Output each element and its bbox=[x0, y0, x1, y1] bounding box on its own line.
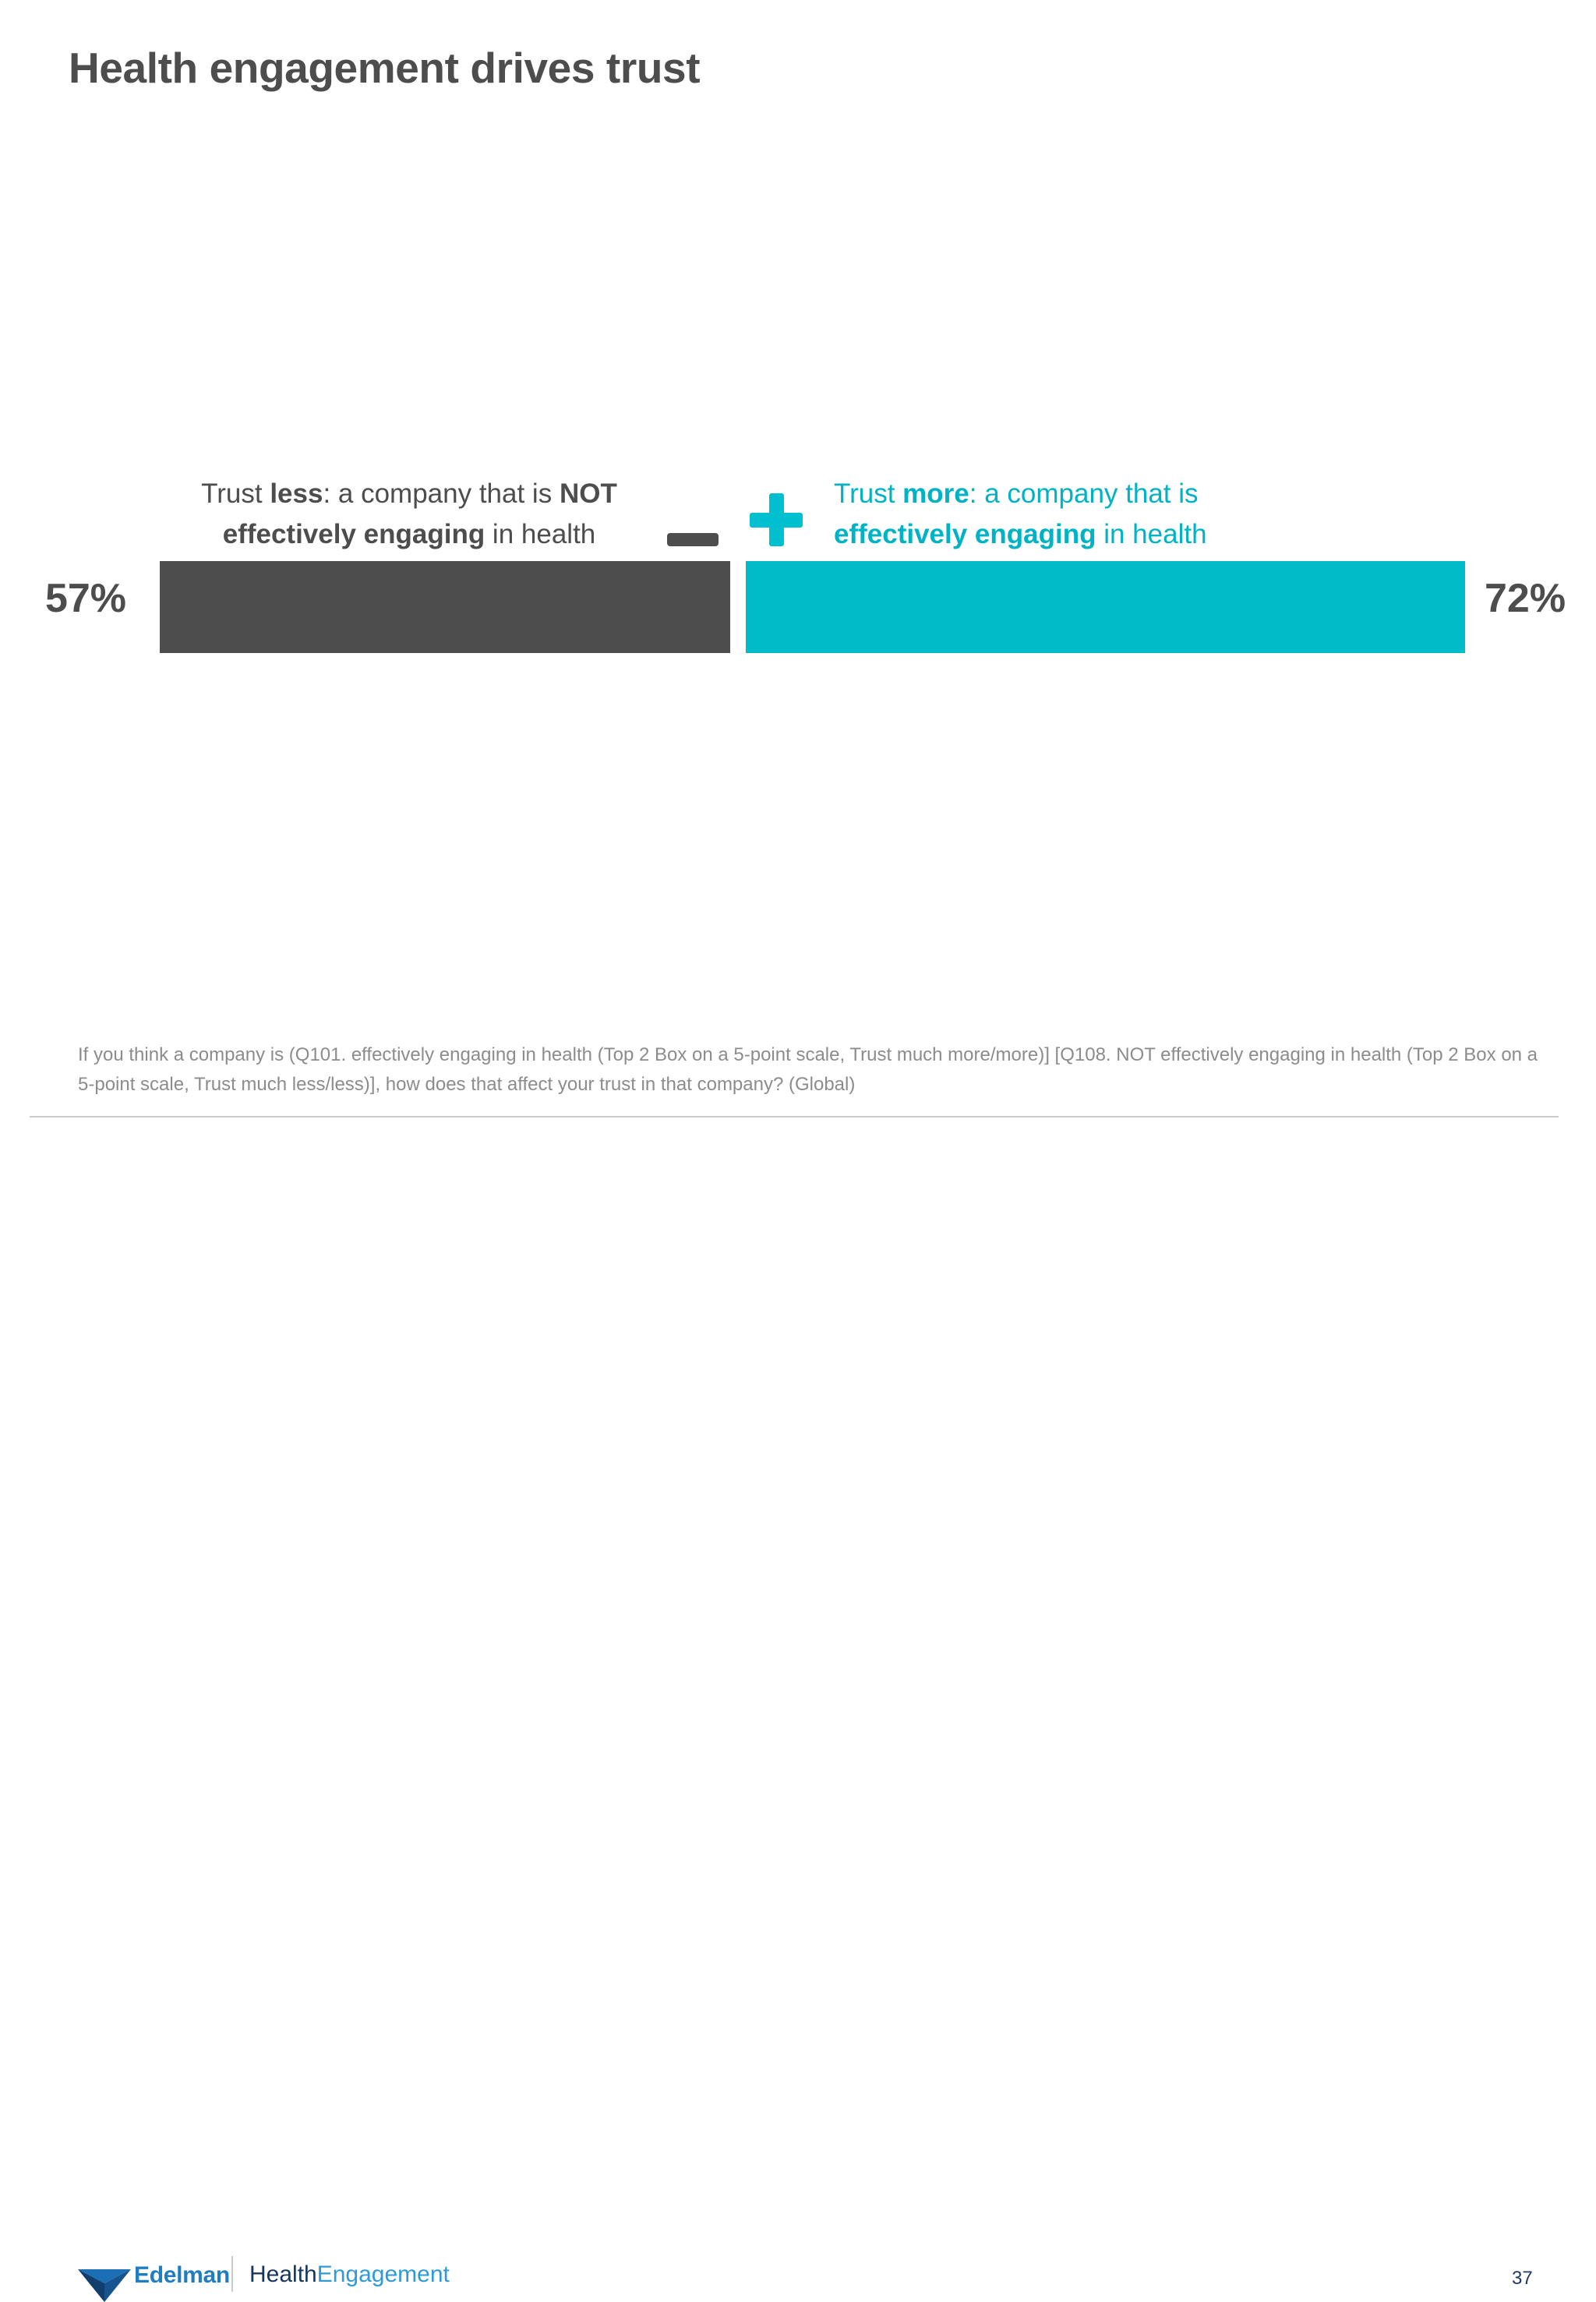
right-bar-label-line1: Trust more: a company that is bbox=[834, 474, 1317, 514]
page-number: 37 bbox=[1512, 2268, 1533, 2289]
left-bar-label-line1: Trust less: a company that is NOT bbox=[175, 474, 643, 514]
slide-footer: Edelman HealthEngagement 37 bbox=[0, 1122, 1596, 2302]
plus-icon bbox=[750, 493, 803, 546]
brand-engagement: Engagement bbox=[316, 2261, 450, 2287]
page-title: Health engagement drives trust bbox=[69, 44, 701, 92]
left-label-not: NOT bbox=[559, 478, 617, 509]
minus-icon bbox=[667, 533, 719, 546]
right-label-line2-post: in health bbox=[1096, 519, 1207, 549]
footer-separator bbox=[231, 2256, 233, 2292]
value-label-trust-more: 72% bbox=[1485, 576, 1566, 621]
left-bar-label: Trust less: a company that is NOT effect… bbox=[175, 474, 643, 555]
left-label-line1-post: : a company that is bbox=[323, 478, 560, 509]
right-label-line1-pre: Trust bbox=[834, 478, 903, 509]
value-label-trust-less: 57% bbox=[44, 576, 127, 621]
edelman-logo-icon bbox=[78, 2269, 131, 2302]
left-bar-label-line2: effectively engaging in health bbox=[175, 514, 643, 555]
right-bar-label-line2: effectively engaging in health bbox=[834, 514, 1317, 555]
health-engagement-brand: HealthEngagement bbox=[249, 2261, 450, 2288]
right-label-more: more bbox=[902, 478, 969, 509]
left-label-engaging: effectively engaging bbox=[222, 519, 486, 549]
right-bar-label: Trust more: a company that is effectivel… bbox=[834, 474, 1317, 555]
right-label-engaging: effectively engaging bbox=[834, 519, 1096, 549]
left-label-line1-pre: Trust bbox=[201, 478, 270, 509]
bar-trust-less bbox=[160, 561, 730, 653]
edelman-wordmark: Edelman bbox=[134, 2262, 230, 2288]
source-footnote: If you think a company is (Q101. effecti… bbox=[78, 1044, 1538, 1095]
left-label-line2-post: in health bbox=[485, 519, 596, 549]
bar-trust-more bbox=[746, 561, 1465, 653]
chart-container: Trust less: a company that is NOT effect… bbox=[44, 474, 1566, 653]
footer-divider bbox=[30, 1116, 1559, 1117]
plus-icon-bar-vertical bbox=[769, 493, 784, 546]
right-label-line1-post: : a company that is bbox=[969, 478, 1199, 509]
brand-health: Health bbox=[249, 2261, 317, 2287]
left-label-less: less bbox=[270, 478, 323, 509]
